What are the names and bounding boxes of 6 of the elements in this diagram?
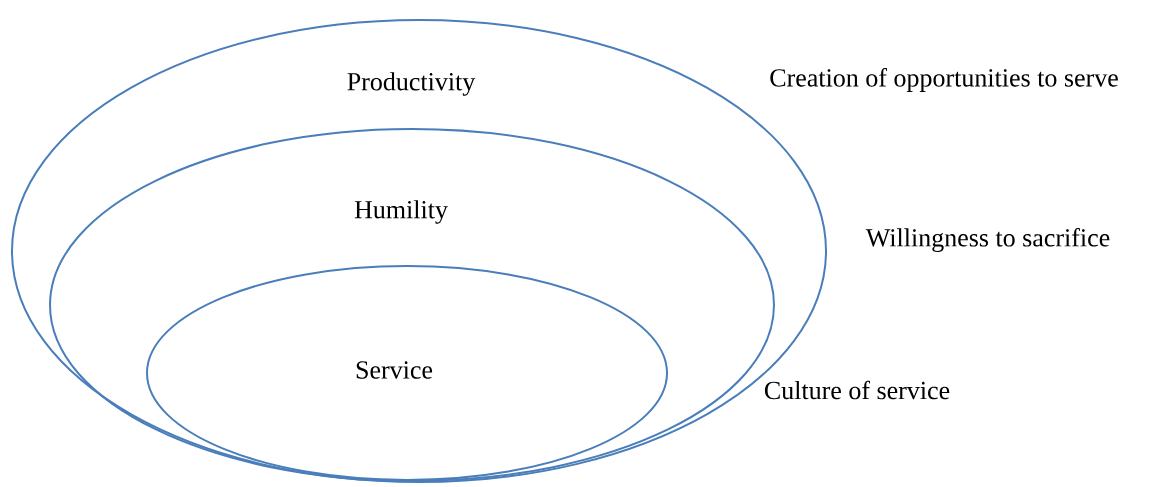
side-label: Culture of service [764,380,950,400]
side-label: Willingness to sacrifice [865,228,1110,252]
ellipse-label: Service [356,361,433,379]
ellipse-label: Productivity [347,72,476,96]
ellipse-label: Humility [354,200,448,224]
side-label: Creation of opportunities to serve [770,68,1118,92]
